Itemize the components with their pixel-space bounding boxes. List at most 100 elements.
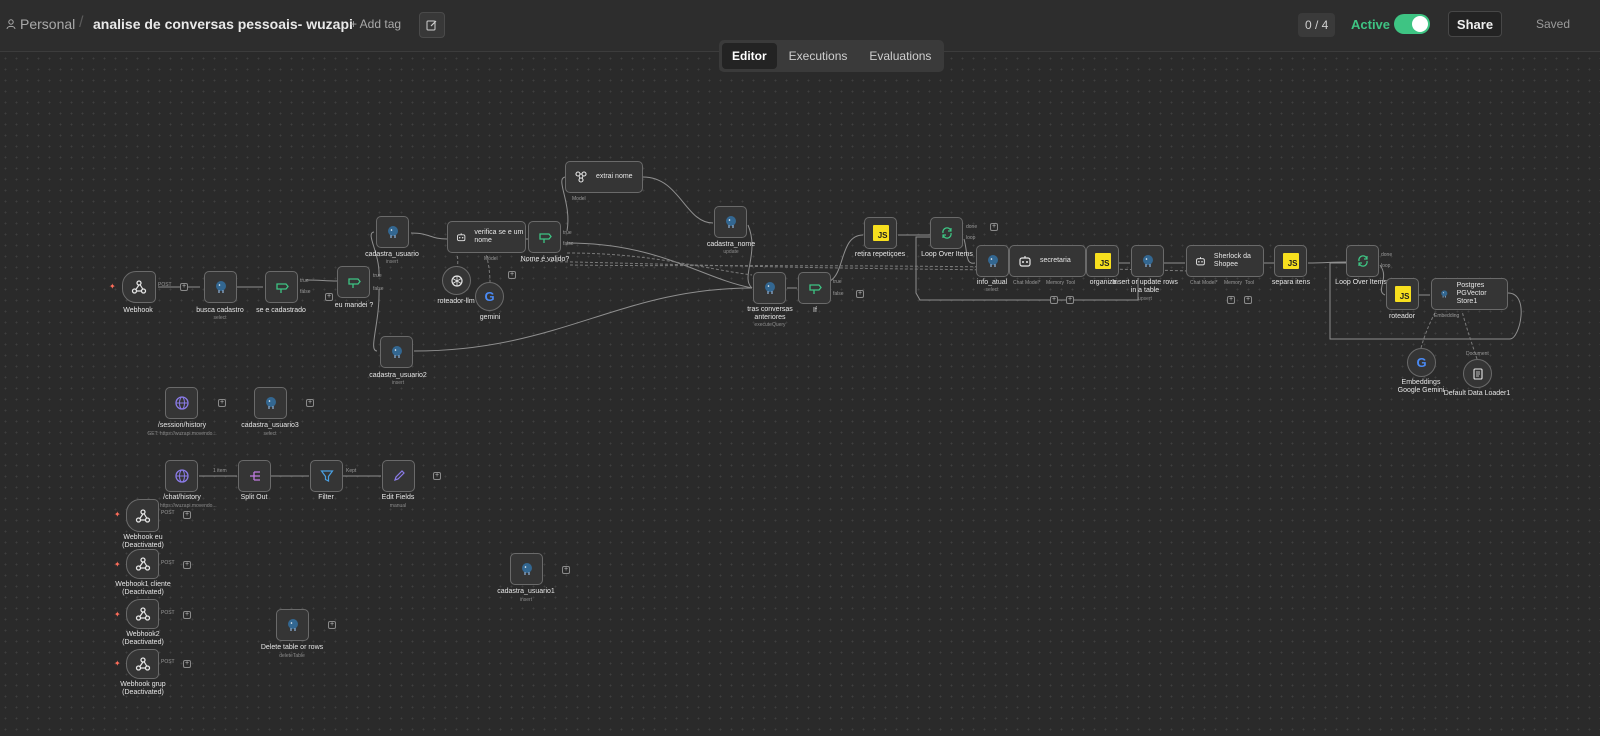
- wire-dash-memory: [519, 260, 1009, 271]
- node-busca-cadastro[interactable]: [204, 271, 237, 303]
- node-separa-itens[interactable]: JS: [1274, 245, 1307, 277]
- node-roteador-llm[interactable]: [442, 266, 471, 295]
- node-cadastra-nome[interactable]: [714, 206, 747, 238]
- globe-icon: [174, 396, 189, 410]
- edit-icon: [426, 20, 437, 31]
- tab-evaluations[interactable]: Evaluations: [869, 49, 932, 63]
- node-cadastra-usuario[interactable]: [376, 216, 409, 248]
- node-session-history[interactable]: [165, 387, 198, 419]
- add-node-plus[interactable]: +: [856, 290, 864, 298]
- node-se-e-cadastrado[interactable]: [265, 271, 298, 303]
- postgres-icon: [725, 216, 736, 228]
- postgres-icon: [387, 226, 398, 238]
- node-tras-conversas[interactable]: [753, 272, 786, 304]
- node-label-cadastra-usuario1: cadastra_usuario1: [497, 588, 555, 595]
- add-node-plus[interactable]: +: [508, 271, 516, 279]
- add-node-plus[interactable]: +: [183, 561, 191, 569]
- node-label-filter: Filter: [318, 494, 334, 501]
- edit-description-button[interactable]: [419, 12, 445, 38]
- node-loop-over-items[interactable]: [930, 217, 963, 249]
- edge-label-chat-model: Chat Model*: [1013, 280, 1041, 286]
- edge-label-post: POST: [158, 282, 172, 288]
- node-if[interactable]: [798, 272, 831, 304]
- add-node-plus[interactable]: +: [218, 399, 226, 407]
- node-default-loader[interactable]: [1463, 359, 1492, 388]
- evaluation-counter[interactable]: 0 / 4: [1298, 13, 1336, 37]
- node-delete-table[interactable]: [276, 609, 309, 641]
- add-node-plus[interactable]: +: [990, 223, 998, 231]
- node-split-out[interactable]: [238, 460, 271, 492]
- add-node-plus[interactable]: +: [183, 611, 191, 619]
- node-filter[interactable]: [310, 460, 343, 492]
- node-retira-repeticoes[interactable]: JS: [864, 217, 897, 249]
- node-sherlock[interactable]: Sherlock da Shopee: [1186, 245, 1264, 277]
- wire-nome-tras-dash: [566, 252, 753, 276]
- breadcrumb-personal[interactable]: Personal: [6, 16, 75, 32]
- breadcrumb-separator: /: [79, 14, 84, 31]
- node-eu-mandei[interactable]: [337, 266, 370, 298]
- node-webhook2[interactable]: [126, 599, 159, 629]
- node-label-separa-itens: separa itens: [1271, 279, 1311, 286]
- node-organiza[interactable]: JS: [1086, 245, 1119, 277]
- node-postgres-pgvector[interactable]: Postgres PGVector Store1: [1431, 278, 1508, 310]
- node-edit-fields[interactable]: [382, 460, 415, 492]
- node-webhook-eu[interactable]: [126, 499, 159, 532]
- node-label-webhook: Webhook: [123, 307, 153, 314]
- edge-label-true: true: [833, 279, 842, 285]
- add-node-plus[interactable]: +: [562, 566, 570, 574]
- robot-icon: [457, 233, 466, 242]
- node-insert-update[interactable]: [1131, 245, 1164, 277]
- postgres-icon: [265, 397, 276, 409]
- add-tag-button[interactable]: + Add tag: [350, 17, 402, 31]
- workflow-canvas[interactable]: ✦ POST + Webhook busca cadastro select t…: [0, 53, 1600, 736]
- node-cadastra-usuario3[interactable]: [254, 387, 287, 419]
- node-webhook[interactable]: [122, 271, 156, 303]
- workflow-title[interactable]: analise de conversas pessoais- wuzapi: [93, 16, 353, 32]
- add-node-plus[interactable]: +: [180, 283, 188, 291]
- add-node-plus[interactable]: +: [325, 293, 333, 301]
- node-extrai-nome[interactable]: extrai nome: [565, 161, 643, 193]
- node-webhook-grup[interactable]: [126, 649, 159, 679]
- node-verifica-nome[interactable]: verifica se e um nome: [447, 221, 526, 253]
- node-loop-over-items1[interactable]: [1346, 245, 1379, 277]
- node-nome-valido[interactable]: [528, 221, 561, 253]
- edge-label-true: true: [373, 273, 382, 279]
- node-label-busca-cadastro: busca cadastro: [196, 307, 244, 314]
- add-node-plus[interactable]: +: [183, 660, 191, 668]
- node-label-cadastra-usuario2: cadastra_usuario2: [369, 372, 427, 379]
- node-webhook1-cliente[interactable]: [126, 549, 159, 579]
- node-label-verifica-nome: verifica se e um nome: [474, 228, 524, 244]
- add-node-plus[interactable]: +: [1050, 296, 1058, 304]
- wire-nome-extrai: [561, 176, 569, 232]
- node-label-sherlock: Sherlock da Shopee: [1213, 252, 1251, 268]
- share-button[interactable]: Share: [1448, 11, 1502, 37]
- node-label-cadastra-usuario: cadastra_usuario: [365, 251, 419, 258]
- node-label-if: If: [813, 307, 817, 314]
- node-info-atual[interactable]: [976, 245, 1009, 277]
- add-node-plus[interactable]: +: [433, 472, 441, 480]
- node-label-tras-conversas: tras conversas anteriores: [747, 306, 793, 322]
- add-node-plus[interactable]: +: [1244, 296, 1252, 304]
- node-roteador[interactable]: JS: [1386, 278, 1419, 310]
- node-chat-history[interactable]: [165, 460, 198, 492]
- add-node-plus[interactable]: +: [1066, 296, 1074, 304]
- add-node-plus[interactable]: +: [328, 621, 336, 629]
- node-cadastra-usuario2[interactable]: [380, 336, 413, 368]
- pencil-icon: [393, 470, 405, 481]
- add-node-plus[interactable]: +: [183, 511, 191, 519]
- edge-label-embedding: Embedding: [1434, 313, 1460, 319]
- add-node-plus[interactable]: +: [306, 399, 314, 407]
- node-gemini[interactable]: G: [475, 282, 504, 311]
- tab-executions[interactable]: Executions: [788, 49, 848, 63]
- edge-label-loop: loop: [966, 235, 976, 241]
- node-label-webhook1-cliente: Webhook1 cliente (Deactivated): [115, 581, 171, 597]
- add-node-plus[interactable]: +: [1227, 296, 1235, 304]
- node-label-postgres-pgvector: Postgres PGVector Store1: [1456, 281, 1487, 306]
- node-cadastra-usuario1[interactable]: [510, 553, 543, 585]
- wire-eu-cadastra: [370, 231, 380, 277]
- node-embeddings-gemini[interactable]: G: [1407, 348, 1436, 377]
- node-secretaria[interactable]: secretaria: [1009, 245, 1086, 277]
- node-label-webhook2: Webhook2 (Deactivated): [122, 631, 164, 647]
- tab-editor[interactable]: Editor: [722, 43, 777, 69]
- active-toggle[interactable]: [1394, 14, 1430, 34]
